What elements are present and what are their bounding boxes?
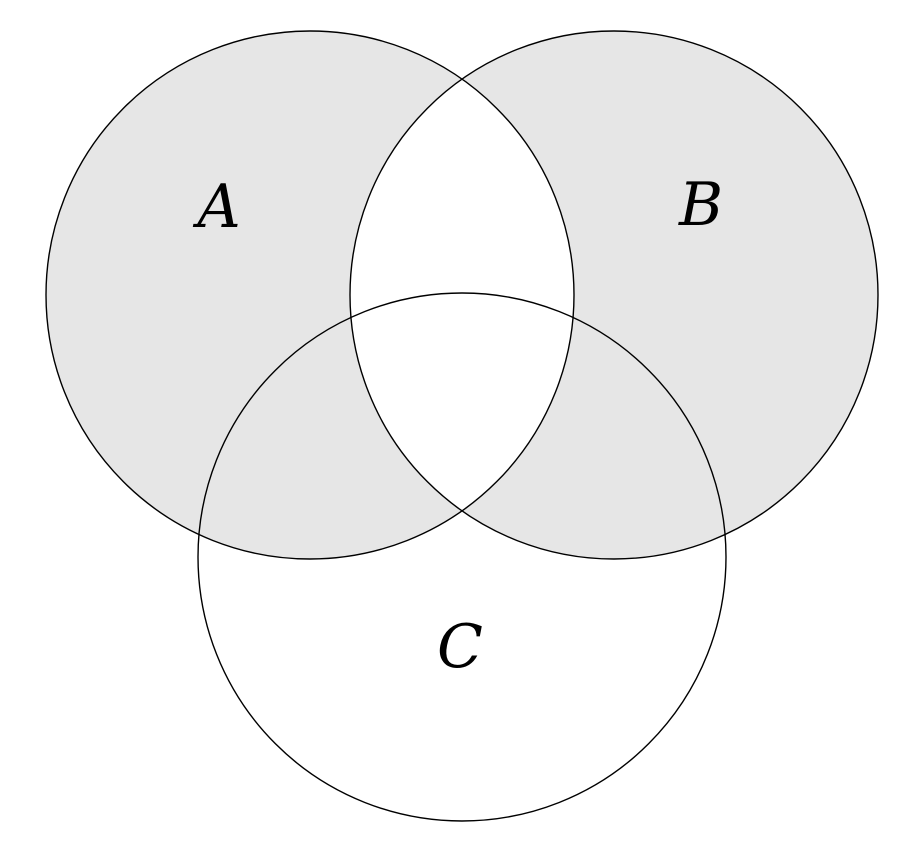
set-label-a: A — [192, 172, 240, 242]
circle-c-outline — [197, 292, 727, 822]
set-label-c: C — [437, 612, 483, 682]
circle-b-outline — [349, 30, 879, 560]
set-label-b: B — [678, 170, 723, 240]
circle-a-outline — [45, 30, 575, 560]
a-b-intersection-lens — [349, 79, 575, 511]
